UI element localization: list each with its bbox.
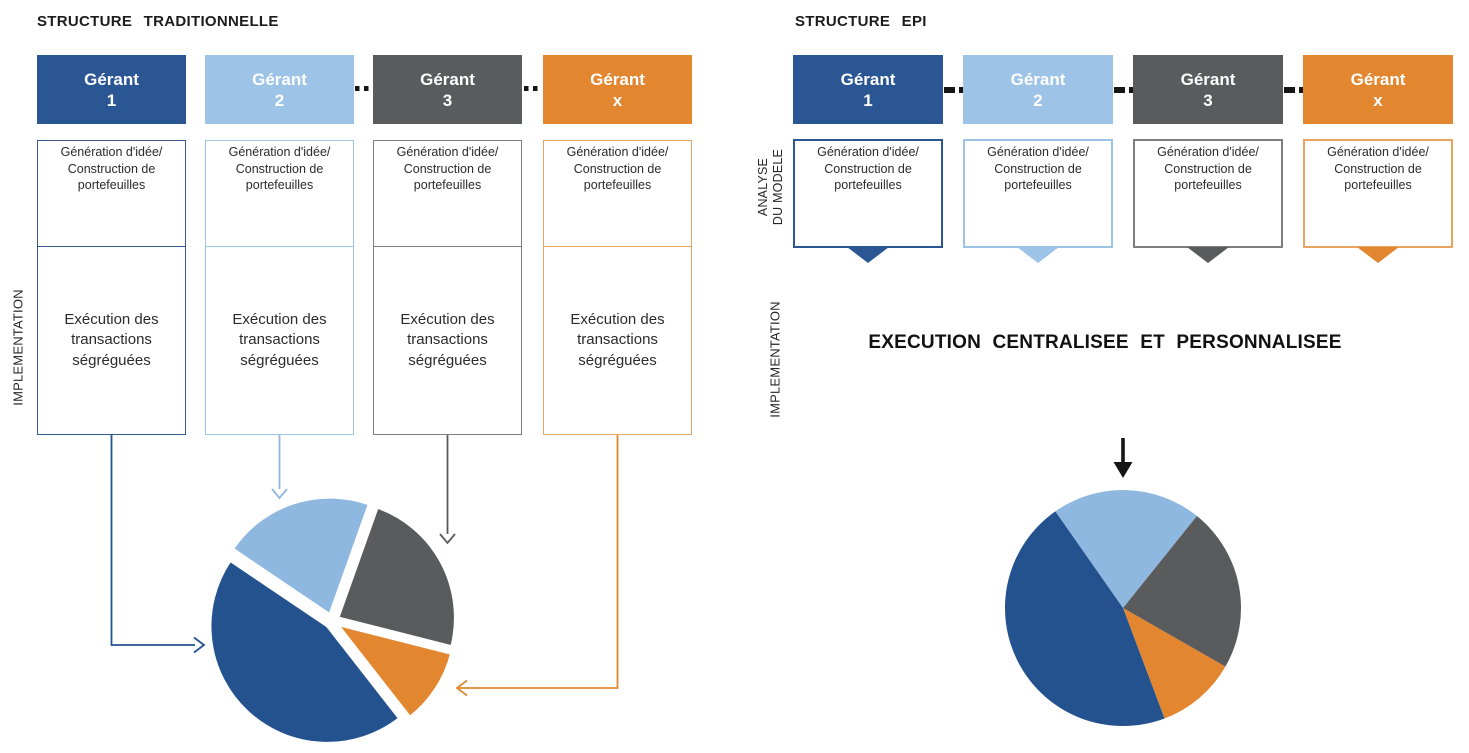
generation-box: Génération d'idée/ Construction de porte… <box>1303 139 1453 248</box>
manager-header: Gérant 3 <box>373 55 522 124</box>
generation-text: Génération d'idée/ Construction de porte… <box>566 145 669 192</box>
execution-text: Exécution des transactions ségréguées <box>400 311 495 369</box>
generation-box: Génération d'idée/ Construction de porte… <box>963 139 1113 248</box>
generation-text: Génération d'idée/ Construction de porte… <box>1157 145 1259 192</box>
generation-cell: Génération d'idée/ Construction de porte… <box>206 141 353 247</box>
execution-cell: Exécution des transactions ségréguées <box>544 247 691 434</box>
right-implementation-label: IMPLEMENTATION <box>767 301 783 418</box>
manager-number: 3 <box>1203 90 1213 110</box>
dotted-connector <box>524 86 542 91</box>
down-triangle <box>1357 247 1399 263</box>
dashed-connector <box>1284 87 1304 93</box>
generation-cell: Génération d'idée/ Construction de porte… <box>38 141 185 247</box>
manager-header: Gérant 1 <box>37 55 186 124</box>
down-triangle <box>1187 247 1229 263</box>
left-section-title: STRUCTURE TRADITIONNELLE <box>37 13 279 30</box>
manager-label: Gérant <box>590 69 645 89</box>
manager-header: Gérant 3 <box>1133 55 1283 124</box>
generation-text: Génération d'idée/ Construction de porte… <box>1327 145 1429 192</box>
trad-column-gerant-x: Gérant x Génération d'idée/ Construction… <box>543 0 692 753</box>
process-box: Génération d'idée/ Construction de porte… <box>37 140 186 435</box>
execution-centralisee-heading: EXECUTION CENTRALISEE ET PERSONNALISEE <box>868 332 1342 353</box>
generation-text: Génération d'idée/ Construction de porte… <box>228 145 331 192</box>
process-box: Génération d'idée/ Construction de porte… <box>205 140 354 435</box>
trad-column-gerant-1: Gérant 1 Génération d'idée/ Construction… <box>37 0 186 753</box>
du-modele-line: DU MODELE <box>771 148 785 226</box>
execution-cell: Exécution des transactions ségréguées <box>38 247 185 434</box>
down-triangle <box>847 247 889 263</box>
left-implementation-label: IMPLEMENTATION <box>10 289 26 406</box>
dotted-connector <box>355 86 373 91</box>
manager-label: Gérant <box>1180 69 1236 89</box>
execution-cell: Exécution des transactions ségréguées <box>206 247 353 434</box>
epi-column-gerant-3: Gérant 3 Génération d'idée/ Construction… <box>1133 0 1283 753</box>
execution-text: Exécution des transactions ségréguées <box>570 311 665 369</box>
manager-label: Gérant <box>420 69 475 89</box>
manager-number: 1 <box>106 90 117 110</box>
manager-number: 2 <box>274 90 285 110</box>
epi-column-gerant-2: Gérant 2 Génération d'idée/ Construction… <box>963 0 1113 753</box>
analyse-du-modele-label: ANALYSE DU MODELE <box>756 132 786 242</box>
generation-box: Génération d'idée/ Construction de porte… <box>1133 139 1283 248</box>
dashed-connector <box>944 87 964 93</box>
manager-label: Gérant <box>840 69 896 89</box>
execution-cell: Exécution des transactions ségréguées <box>374 247 521 434</box>
generation-cell: Génération d'idée/ Construction de porte… <box>374 141 521 247</box>
manager-number: 3 <box>442 90 453 110</box>
arrowhead-right-icon <box>193 636 206 654</box>
manager-number: x <box>1373 90 1383 110</box>
generation-cell: Génération d'idée/ Construction de porte… <box>544 141 691 247</box>
generation-text: Génération d'idée/ Construction de porte… <box>60 145 163 192</box>
trad-column-gerant-2: Gérant 2 Génération d'idée/ Construction… <box>205 0 354 753</box>
manager-header: Gérant 2 <box>205 55 354 124</box>
right-section-title: STRUCTURE EPI <box>795 13 927 30</box>
generation-text: Génération d'idée/ Construction de porte… <box>396 145 499 192</box>
generation-text: Génération d'idée/ Construction de porte… <box>987 145 1089 192</box>
down-triangle <box>1017 247 1059 263</box>
process-box: Génération d'idée/ Construction de porte… <box>373 140 522 435</box>
epi-column-gerant-1: Gérant 1 Génération d'idée/ Construction… <box>793 0 943 753</box>
generation-box: Génération d'idée/ Construction de porte… <box>793 139 943 248</box>
execution-text: Exécution des transactions ségréguées <box>232 311 327 369</box>
dashed-connector <box>1114 87 1134 93</box>
process-box: Génération d'idée/ Construction de porte… <box>543 140 692 435</box>
manager-number: x <box>612 90 623 110</box>
manager-label: Gérant <box>1010 69 1066 89</box>
manager-header: Gérant 2 <box>963 55 1113 124</box>
manager-header: Gérant x <box>1303 55 1453 124</box>
arrowhead-down-filled-icon <box>1113 462 1133 478</box>
generation-text: Génération d'idée/ Construction de porte… <box>817 145 919 192</box>
manager-number: 1 <box>863 90 873 110</box>
analyse-line: ANALYSE <box>756 157 770 217</box>
manager-label: Gérant <box>84 69 139 89</box>
trad-column-gerant-3: Gérant 3 Génération d'idée/ Construction… <box>373 0 522 753</box>
manager-header: Gérant 1 <box>793 55 943 124</box>
epi-column-gerant-x: Gérant x Génération d'idée/ Construction… <box>1303 0 1453 753</box>
manager-label: Gérant <box>252 69 307 89</box>
execution-text: Exécution des transactions ségréguées <box>64 311 159 369</box>
manager-number: 2 <box>1033 90 1043 110</box>
manager-label: Gérant <box>1350 69 1406 89</box>
manager-header: Gérant x <box>543 55 692 124</box>
